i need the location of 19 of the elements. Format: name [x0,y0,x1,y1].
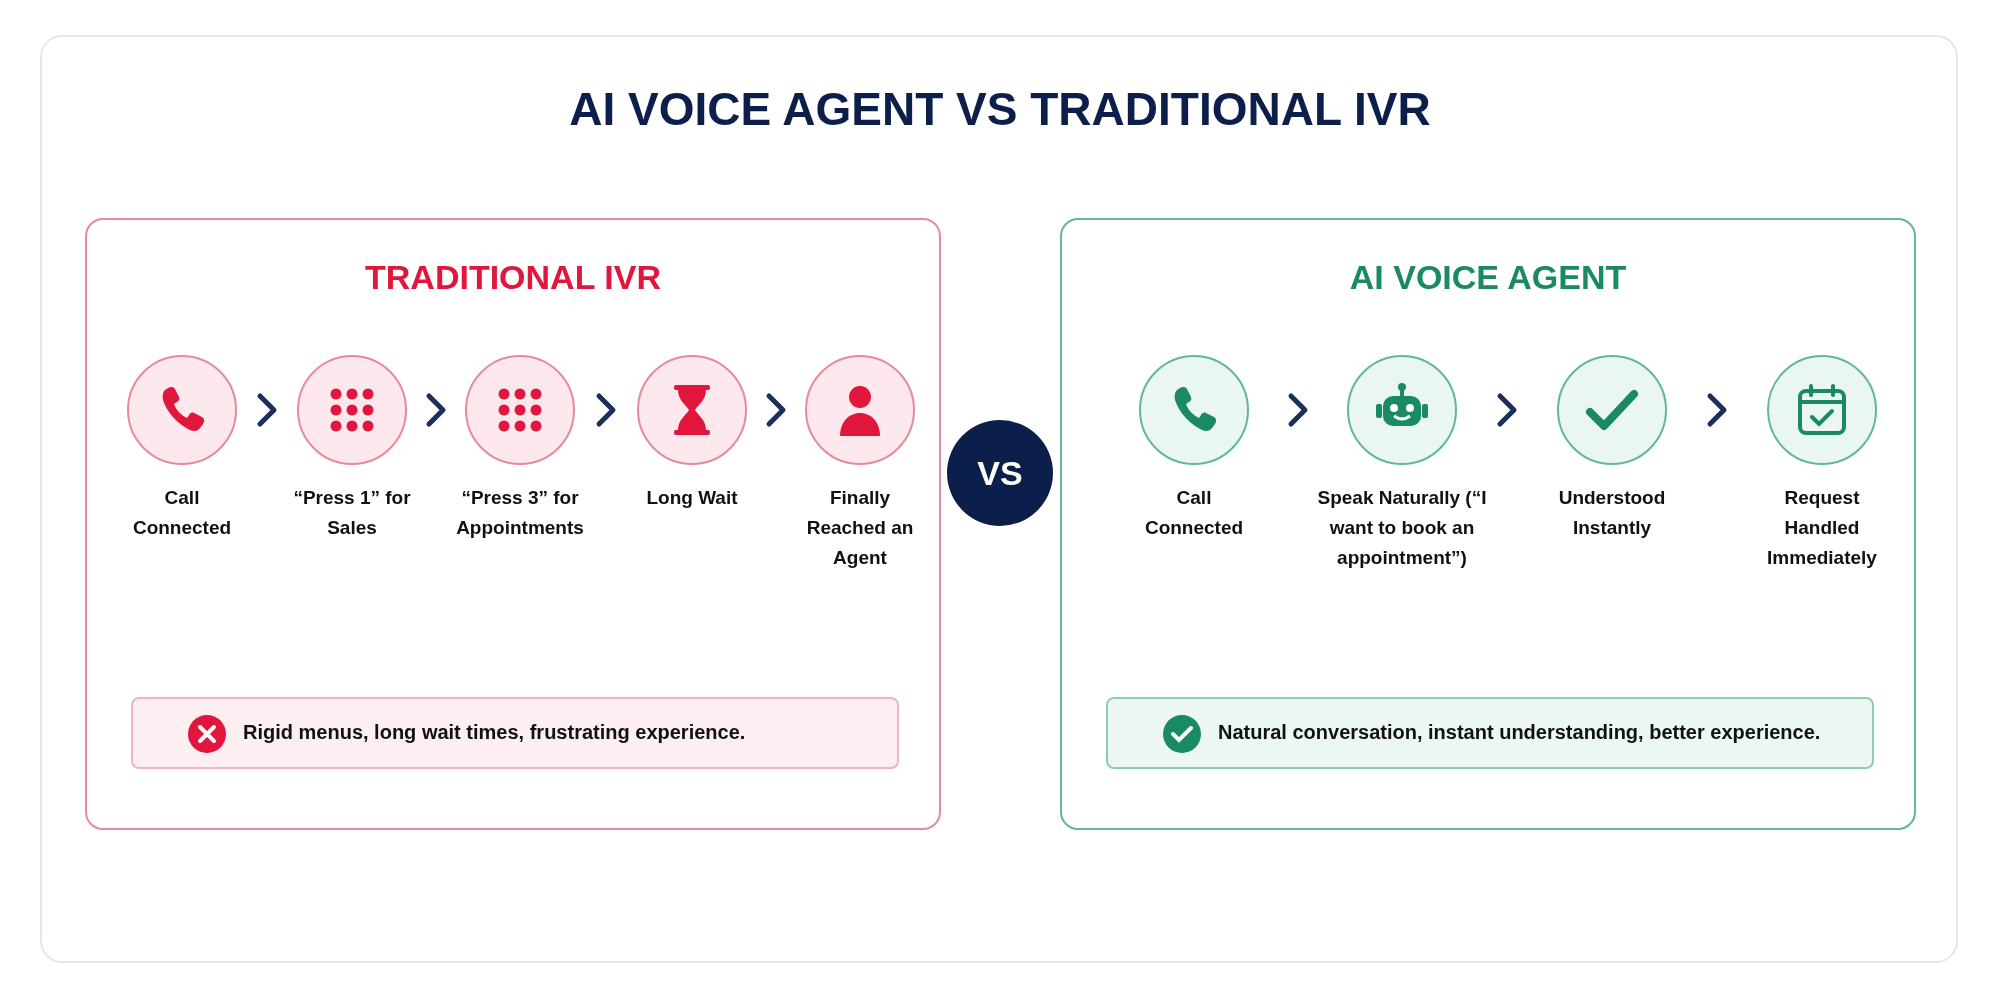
panel-title: TRADITIONAL IVR [364,258,662,297]
step-label: Call Connected [1143,486,1245,540]
step-label: Understood Instantly [1557,486,1667,540]
step-label: Speak Naturally (“I want to book an appointment”) [1316,486,1488,570]
step-label: Request Handled Immediately [1766,486,1878,570]
panel-title: AI VOICE AGENT [1348,258,1628,297]
summary-banner [131,697,899,769]
versus-circle: VS [947,420,1053,526]
summary-text: Rigid menus, long wait times, frustrating experience. [243,721,746,744]
summary-text: Natural conversation, instant understanding, better experience. [1218,721,1821,744]
step-label: “Press 1” for Sales [292,486,412,540]
step-label: Long Wait [645,486,739,510]
summary-banner [1106,697,1874,769]
step-label: Call Connected [131,486,233,540]
step-label: “Press 3” for Appointments [455,486,585,540]
diagram-title: AI VOICE AGENT VS TRADITIONAL IVR [568,82,1432,136]
comparison-panel [1060,218,1916,830]
comparison-panel [85,218,941,830]
step-label: Finally Reached an Agent [805,486,915,570]
